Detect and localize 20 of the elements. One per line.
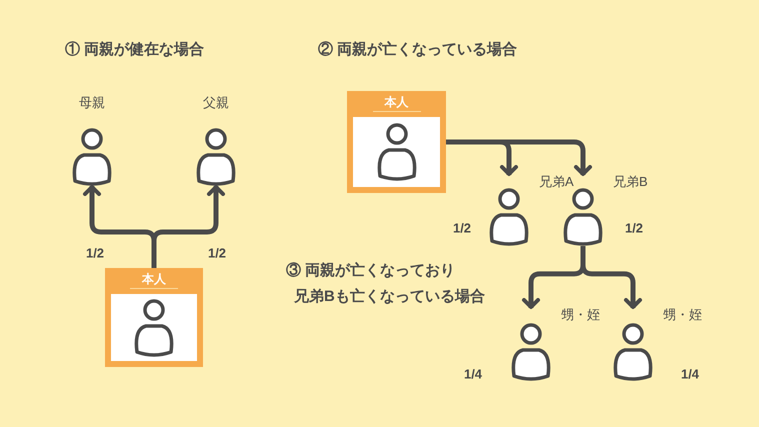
share-fraction: 1/2 (208, 246, 226, 260)
person-name: 甥・姪 (561, 308, 600, 321)
case-heading: ② 両親が亡くなっている場合 (318, 42, 518, 57)
person-name: 父親 (203, 96, 229, 109)
case-heading: 兄弟Bも亡くなっている場合 (294, 289, 485, 304)
person-card (105, 268, 203, 367)
person-name: 甥・姪 (663, 308, 702, 321)
person-name: 兄弟A (539, 175, 574, 188)
share-fraction: 1/2 (624, 222, 644, 234)
person-name: 母親 (79, 96, 105, 109)
person-card (347, 91, 446, 193)
share-fraction: 1/4 (464, 368, 482, 380)
card-title: 本人 (130, 273, 178, 289)
case-heading: ① 両親が健在な場合 (65, 42, 204, 57)
share-fraction: 1/2 (452, 222, 472, 234)
person-name: 兄弟B (613, 175, 648, 188)
case-heading: ③ 両親が亡くなっており (286, 263, 456, 278)
share-fraction: 1/4 (680, 368, 700, 380)
share-fraction: 1/2 (86, 246, 104, 260)
card-title: 本人 (372, 96, 420, 112)
